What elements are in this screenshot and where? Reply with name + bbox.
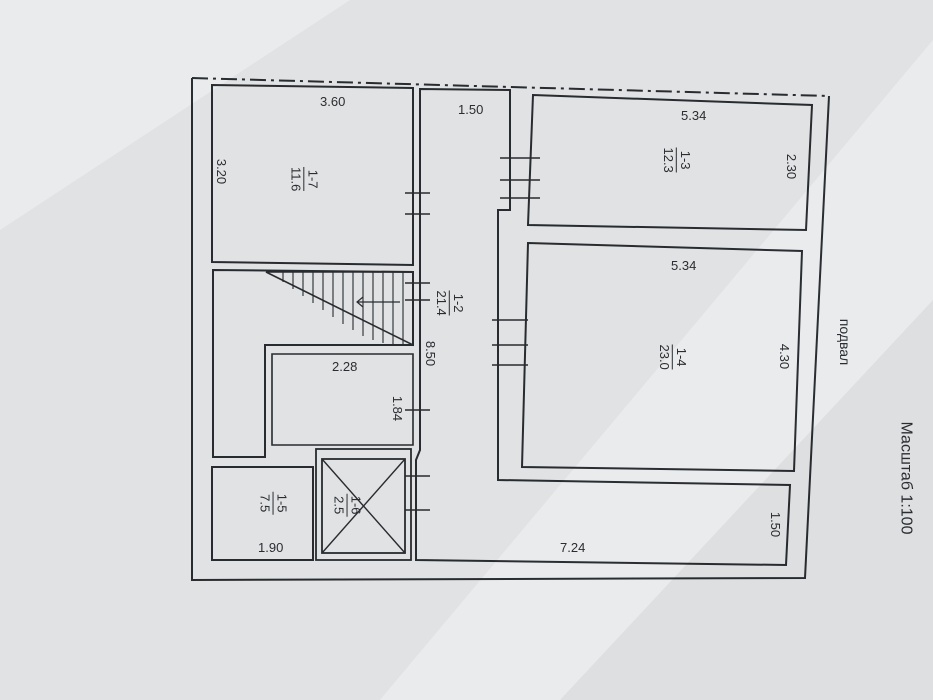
room-1-6-cross-b <box>321 458 406 554</box>
room-1-5-outline <box>211 466 314 561</box>
room-1-4-label: 1-4 23.0 <box>657 344 689 370</box>
room-1-2-label: 1-2 21.4 <box>434 290 466 316</box>
room-1-7-id: 1-7 <box>303 166 320 192</box>
floor-label: подвал <box>837 318 854 366</box>
room-1-4-dim-top: 5.34 <box>671 258 697 273</box>
room-1-6-outline <box>315 448 412 561</box>
room-1-2-outline <box>415 87 792 567</box>
room-1-6-area: 2.5 <box>331 496 347 515</box>
room-1-3-dim-top: 5.34 <box>681 108 707 123</box>
room-1-5-dim-bottom: 1.90 <box>258 540 284 555</box>
scale-label: Масштаб 1:100 <box>897 421 915 535</box>
room-1-4-dim-side: 4.30 <box>777 343 793 370</box>
room-1-5-id: 1-5 <box>272 491 290 515</box>
room-1-3-area: 12.3 <box>661 147 677 173</box>
room-1-6-id: 1-6 <box>346 493 364 517</box>
room-1-3-dim-side: 2.30 <box>784 153 800 180</box>
room-1-6-inner <box>321 458 406 554</box>
room-1-4-area: 23.0 <box>657 344 673 370</box>
room-1-5-area: 7.5 <box>257 494 273 513</box>
room-1-4-outline <box>520 241 804 473</box>
room-1-7-dim-side: 3.20 <box>214 158 230 185</box>
stair-triangle <box>265 271 414 347</box>
outer-wall <box>191 78 830 582</box>
room-1-3-outline <box>526 93 814 232</box>
stair-hall-outline <box>271 353 414 446</box>
room-1-7-outline <box>211 83 414 267</box>
outer-wall-dashed <box>191 77 830 97</box>
stair-hall-dim-top: 2.28 <box>332 359 358 374</box>
room-1-7-dim-top: 3.60 <box>320 94 346 109</box>
room-1-7-label: 1-7 11.6 <box>288 166 320 192</box>
stair-hall-dim-side: 1.84 <box>390 395 406 422</box>
room-1-3-label: 1-3 12.3 <box>661 147 693 173</box>
room-1-6-label: 1-6 2.5 <box>331 493 364 517</box>
room-1-2-area: 21.4 <box>434 290 450 316</box>
room-1-2-dim-top: 1.50 <box>458 102 484 117</box>
room-1-2-dim-bottom: 7.24 <box>560 540 586 555</box>
room-1-4-id: 1-4 <box>672 344 689 370</box>
room-1-2-id: 1-2 <box>449 290 466 316</box>
room-1-5-label: 1-5 7.5 <box>257 491 290 515</box>
room-1-7-area: 11.6 <box>288 166 304 192</box>
room-1-2-dim-end: 1.50 <box>768 511 784 538</box>
room-1-3-id: 1-3 <box>676 147 693 173</box>
room-1-2-dim-side: 8.50 <box>423 340 439 367</box>
